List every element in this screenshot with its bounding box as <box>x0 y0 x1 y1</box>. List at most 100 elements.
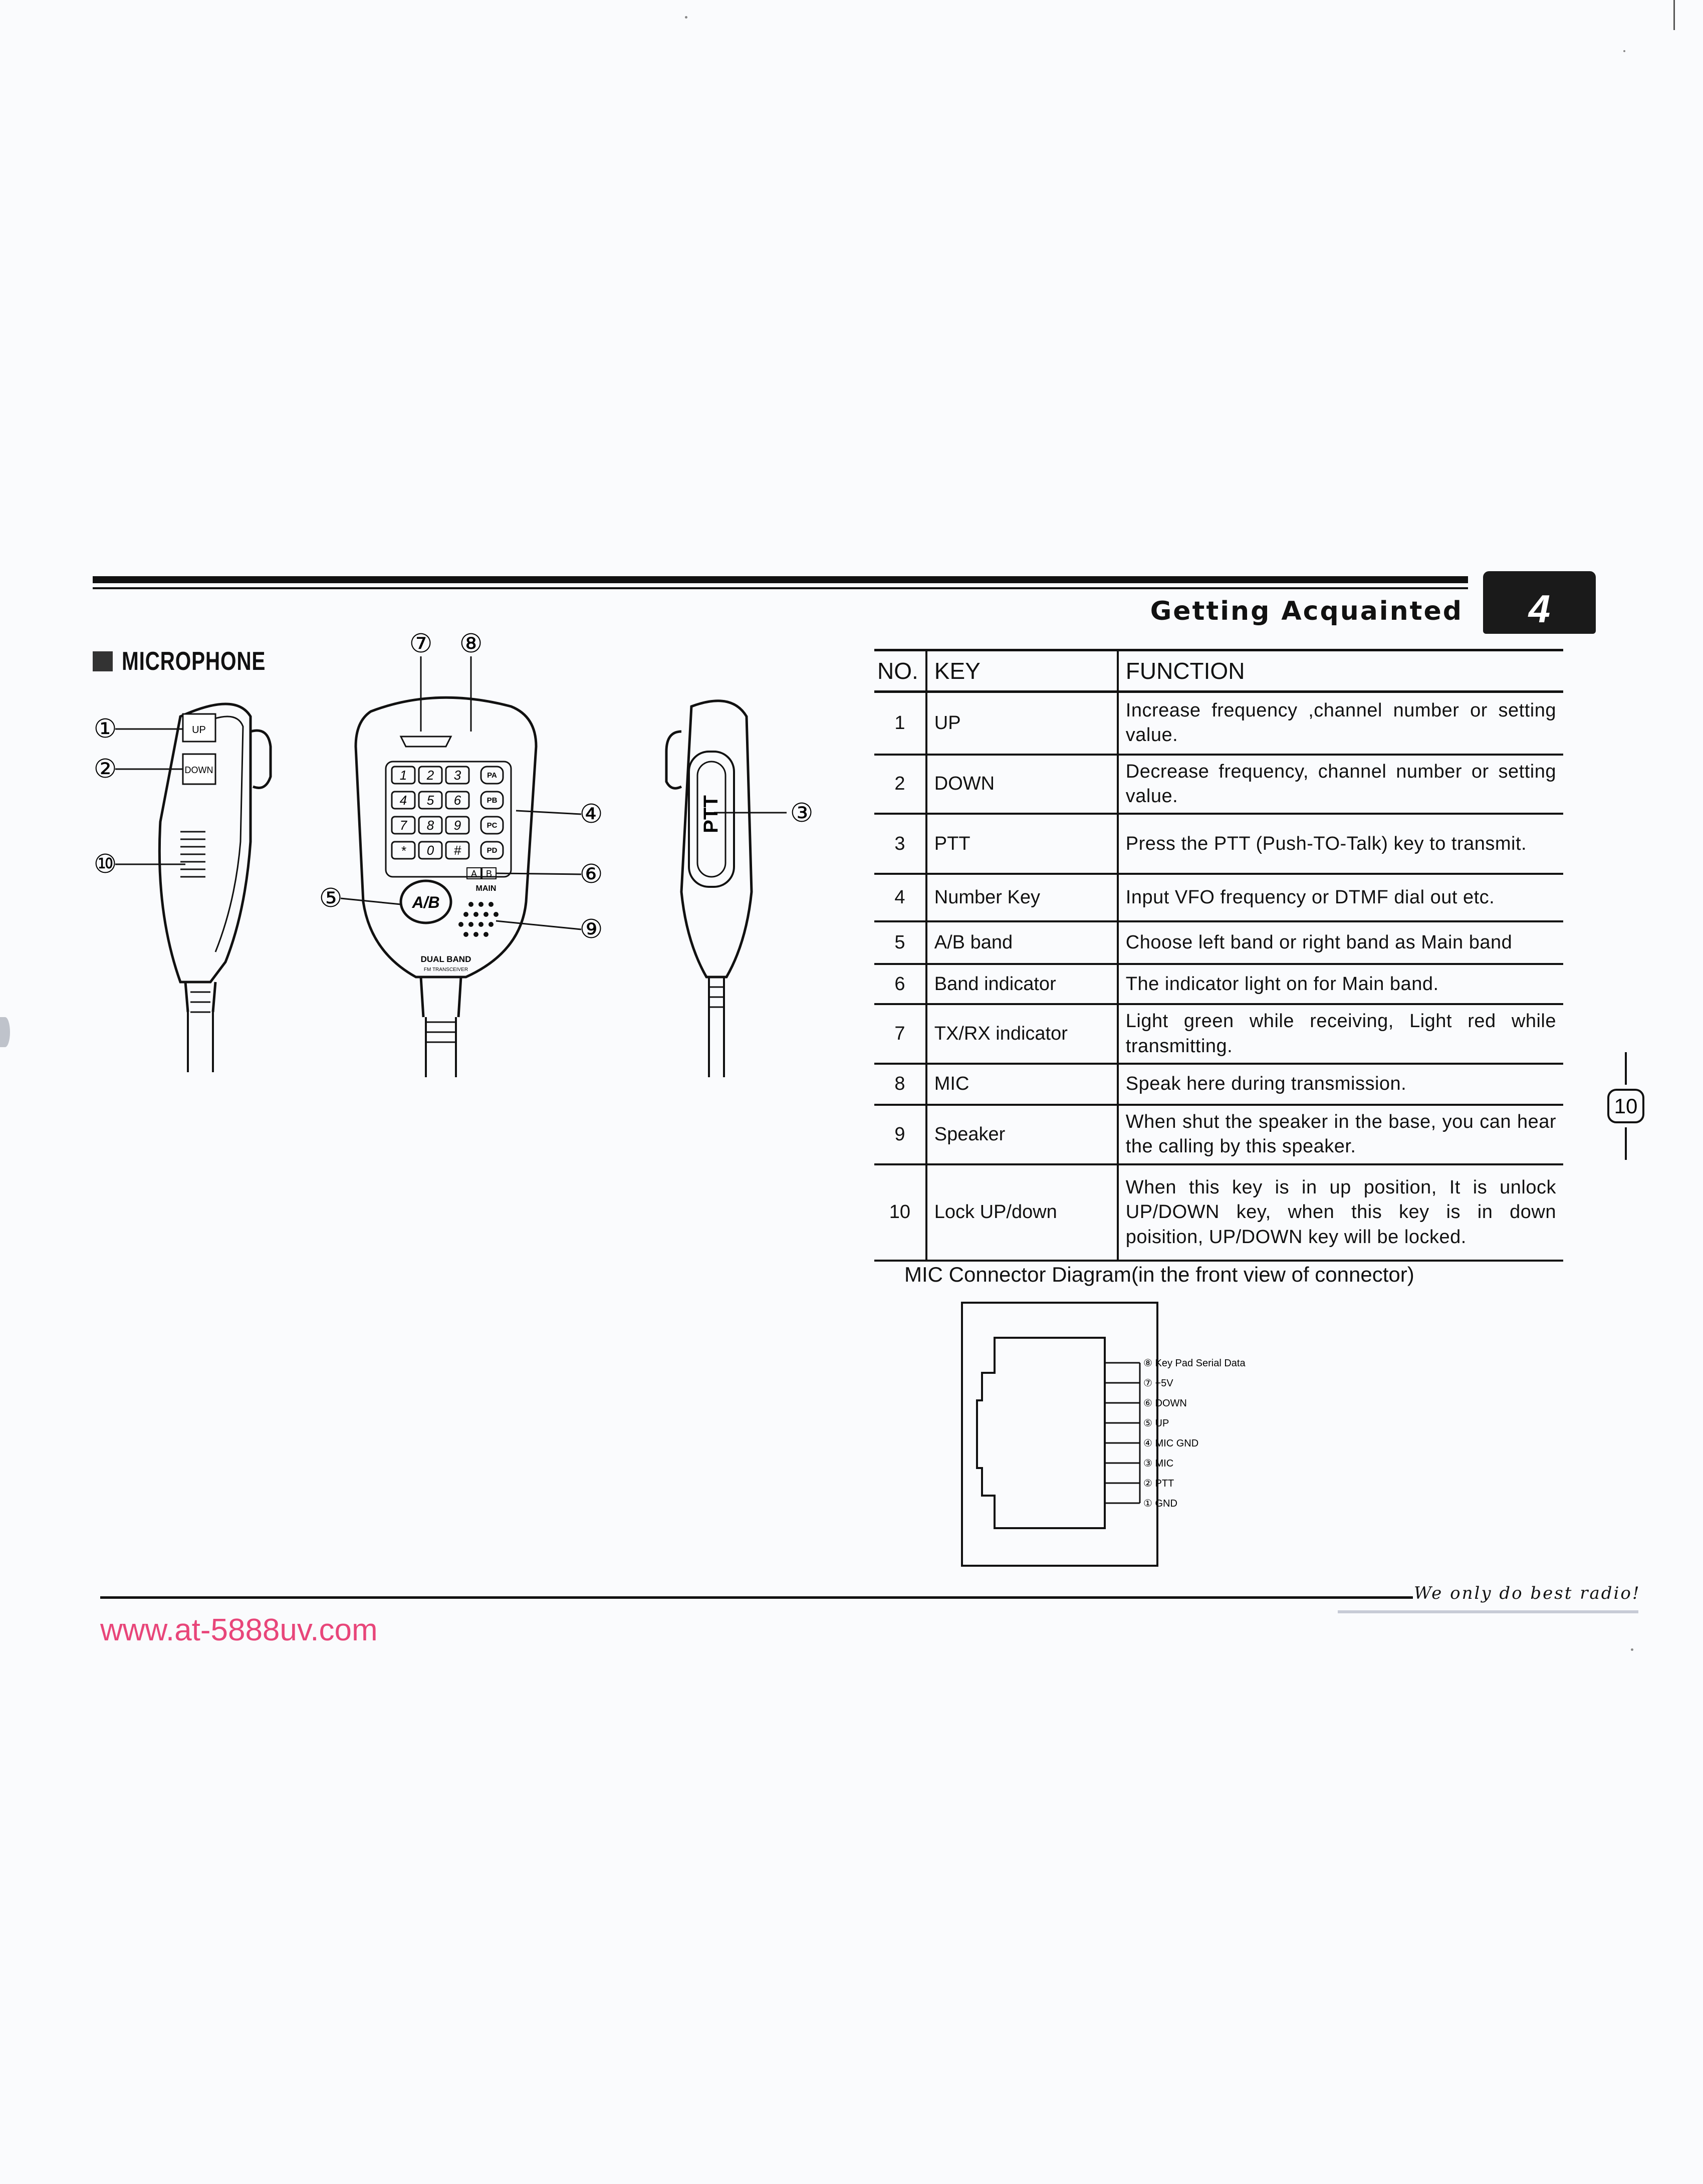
cell-no: 3 <box>874 814 927 875</box>
cell-no: 2 <box>874 754 927 815</box>
chapter-title: Getting Acquainted <box>1150 596 1463 626</box>
scan-edge-mark <box>0 1017 10 1047</box>
section-square-icon <box>93 651 113 671</box>
cell-no: 4 <box>874 874 927 923</box>
slogan: We only do best radio! <box>1414 1583 1641 1603</box>
keypad-key: * <box>401 843 406 858</box>
cell-no: 7 <box>874 1004 927 1065</box>
table-row: 2 DOWN Decrease frequency, channel numbe… <box>874 754 1563 815</box>
chapter-number-badge: 4 <box>1483 571 1596 634</box>
scan-speck <box>685 16 687 19</box>
callout-5: ⑤ <box>319 884 343 913</box>
cell-function: Light green while receiving, Light red w… <box>1117 1004 1563 1065</box>
connector-caption: MIC Connector Diagram(in the front view … <box>904 1263 1414 1286</box>
keypad-key: 5 <box>427 793 434 808</box>
keypad-key: 7 <box>400 818 408 833</box>
cell-key: UP <box>926 691 1119 756</box>
callout-7: ⑦ <box>409 631 433 658</box>
function-key: PA <box>487 771 497 780</box>
keypad-key: 9 <box>454 818 461 833</box>
pin-7: ⑦ +5V <box>1143 1378 1173 1389</box>
callout-4: ④ <box>580 800 603 829</box>
cell-key: MIC <box>926 1064 1119 1106</box>
microphone-illustration: UP DOWN 1 2 3 4 5 6 7 8 9 * 0 # PA PB PC… <box>94 631 814 1077</box>
band-indicator-b: B <box>486 869 492 879</box>
function-key: PD <box>487 846 498 855</box>
brand-line2: FM TRANSCEIVER <box>424 967 468 973</box>
cell-no: 6 <box>874 964 927 1006</box>
header-function: FUNCTION <box>1117 649 1563 693</box>
cell-function: Input VFO frequency or DTMF dial out etc… <box>1117 874 1563 923</box>
cell-function: Decrease frequency, channel number or se… <box>1117 754 1563 815</box>
cell-key: TX/RX indicator <box>926 1004 1119 1065</box>
function-key: PB <box>487 796 498 805</box>
slogan-underline <box>1338 1610 1638 1613</box>
up-side-button <box>182 713 216 743</box>
keypad-key: 2 <box>426 768 434 783</box>
table-row: 9 Speaker When shut the speaker in the b… <box>874 1105 1563 1165</box>
cell-function: Press the PTT (Push-TO-Talk) key to tran… <box>1117 814 1563 875</box>
cell-key: A/B band <box>926 921 1119 965</box>
callout-2: ② <box>94 755 117 784</box>
keypad-key: 4 <box>400 793 407 808</box>
scan-speck <box>1631 1648 1633 1651</box>
band-indicator-a: A <box>471 869 477 879</box>
pin-2: ② PTT <box>1143 1478 1174 1489</box>
callout-3: ③ <box>790 799 814 828</box>
cell-no: 9 <box>874 1105 927 1165</box>
cell-key: Band indicator <box>926 964 1119 1006</box>
key-function-table: NO. KEY FUNCTION 1 UP Increase frequency… <box>874 649 1563 1262</box>
cell-function: Speak here during transmission. <box>1117 1064 1563 1106</box>
pin-4: ④ MIC GND <box>1143 1438 1198 1449</box>
callout-1: ① <box>94 714 117 744</box>
table-row: 10 Lock UP/down When this key is in up p… <box>874 1164 1563 1262</box>
cell-no: 5 <box>874 921 927 965</box>
table-header-row: NO. KEY FUNCTION <box>874 649 1563 693</box>
up-side-button-label: UP <box>192 724 206 736</box>
section-title: MICROPHONE <box>122 647 266 676</box>
pin-3: ③ MIC <box>1143 1458 1173 1469</box>
down-side-button-label: DOWN <box>185 765 213 775</box>
callout-8: ⑧ <box>459 631 483 658</box>
brand-line1: DUAL BAND <box>421 954 471 964</box>
cell-key: Number Key <box>926 874 1119 923</box>
table-row: 3 PTT Press the PTT (Push-TO-Talk) key t… <box>874 814 1563 875</box>
pin-8: ⑧ Key Pad Serial Data <box>1143 1358 1246 1369</box>
pin-1: ① GND <box>1143 1498 1177 1509</box>
cell-function: Increase frequency ,channel number or se… <box>1117 691 1563 756</box>
callout-6: ⑥ <box>580 860 603 889</box>
header-no: NO. <box>874 649 927 693</box>
ab-key-label: A/B <box>411 893 439 911</box>
keypad-key: 6 <box>454 793 461 808</box>
page-number-marker: 10 <box>1607 1052 1644 1160</box>
main-label: MAIN <box>476 884 497 893</box>
table-row: 1 UP Increase frequency ,channel number … <box>874 691 1563 756</box>
cell-function: The indicator light on for Main band. <box>1117 964 1563 1006</box>
table-row: 6 Band indicator The indicator light on … <box>874 964 1563 1006</box>
cell-key: Lock UP/down <box>926 1164 1119 1262</box>
pin-6: ⑥ DOWN <box>1143 1398 1187 1409</box>
mic-connector-diagram: ⑧ Key Pad Serial Data ⑦ +5V ⑥ DOWN ⑤ UP … <box>961 1302 1246 1567</box>
down-side-button <box>182 753 216 785</box>
cell-key: PTT <box>926 814 1119 875</box>
ptt-label: PTT <box>700 795 722 833</box>
cell-key: Speaker <box>926 1105 1119 1165</box>
keypad-key: 1 <box>400 768 407 783</box>
cell-key: DOWN <box>926 754 1119 815</box>
scan-edge-line <box>1673 0 1675 30</box>
page-number: 10 <box>1614 1094 1638 1118</box>
keypad-key: 3 <box>454 768 461 783</box>
header-rule-thick <box>93 576 1468 583</box>
cell-no: 8 <box>874 1064 927 1106</box>
cell-no: 10 <box>874 1164 927 1262</box>
scan-speck <box>1623 50 1625 52</box>
table-row: 8 MIC Speak here during transmission. <box>874 1064 1563 1106</box>
keypad-key: 0 <box>427 843 434 858</box>
cell-no: 1 <box>874 691 927 756</box>
table-row: 4 Number Key Input VFO frequency or DTMF… <box>874 874 1563 923</box>
keypad-key: # <box>454 843 461 858</box>
website-link[interactable]: www.at-5888uv.com <box>100 1613 378 1647</box>
cell-function: When this key is in up position, It is u… <box>1117 1164 1563 1262</box>
header-key: KEY <box>926 649 1119 693</box>
table-row: 7 TX/RX indicator Light green while rece… <box>874 1004 1563 1065</box>
